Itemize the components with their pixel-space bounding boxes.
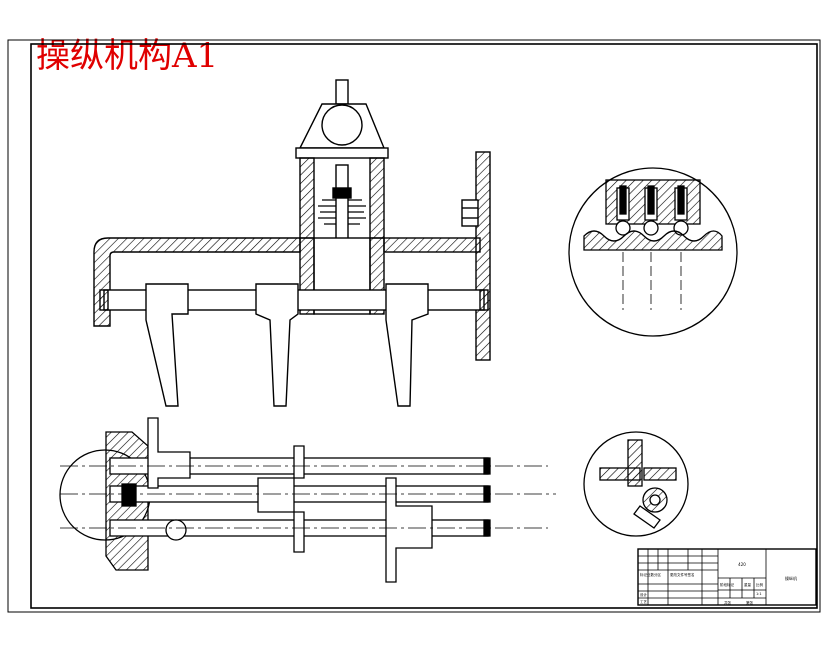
lower-pin-circle — [165, 519, 187, 541]
title-block-scale-label: 比例 — [756, 582, 764, 587]
lower-fork-1 — [147, 417, 191, 489]
fork-middle — [255, 283, 299, 407]
title-block-row-2: 更改文件号签名 — [670, 572, 695, 577]
title-block-stage: 阶段标记 — [720, 582, 734, 587]
left-arm — [93, 237, 301, 327]
housing-wall-left — [299, 157, 315, 239]
lower-view — [59, 417, 556, 583]
detail-view-bottom — [583, 431, 689, 537]
right-arm — [383, 237, 481, 253]
fork-right — [385, 283, 429, 407]
title-block-weight: 重量 — [744, 582, 752, 587]
title-block-row-3: 设计 — [640, 592, 648, 597]
lower-fork-3 — [385, 477, 433, 583]
title-block-scale-value: 1:1 — [756, 592, 762, 596]
fork-left — [145, 283, 189, 407]
detail-view-top — [568, 167, 738, 337]
shaft-end-right — [479, 289, 489, 311]
title-block-row-4: 工艺 — [640, 599, 648, 604]
title-block-sheet-no: 第张 — [746, 600, 754, 605]
wall-bolt — [461, 199, 479, 227]
pivot-circle — [321, 104, 363, 146]
drawing-title: 操纵机构A1 — [36, 36, 219, 76]
main-view — [93, 79, 491, 407]
plunger — [335, 164, 349, 248]
housing-wall-right — [369, 157, 385, 239]
plunger-head — [332, 187, 352, 199]
title-block: 420 操纵机 标记处数分区 更改文件号签名 设计 工艺 阶段标记 重量 比例 … — [637, 548, 817, 606]
inner-frame — [30, 43, 818, 609]
lower-fork-2 — [257, 445, 305, 553]
title-block-row-1: 标记处数分区 — [640, 572, 661, 577]
title-block-sheet-total: 共张 — [724, 600, 732, 605]
outer-frame — [7, 39, 821, 613]
title-block-drawing-name: 操纵机 — [785, 575, 797, 581]
top-rod — [335, 79, 349, 105]
right-wall — [475, 151, 491, 361]
shaft-end-left — [99, 289, 109, 311]
bracket-cap — [295, 147, 389, 159]
title-block-part-code: 420 — [738, 562, 746, 567]
